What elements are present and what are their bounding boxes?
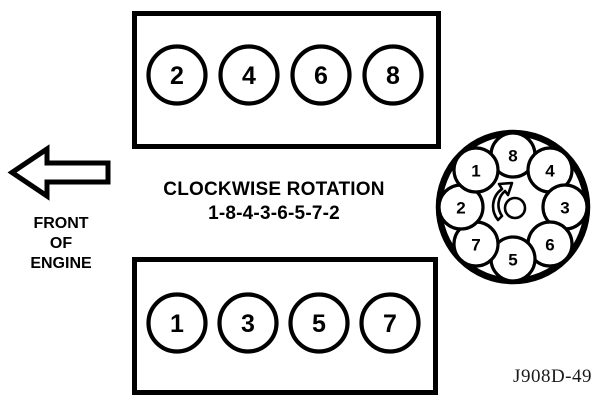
rotation-title: CLOCKWISE ROTATION [163,179,384,200]
cylinder-number: 4 [242,62,256,90]
top-cylinder-bank: 2 4 6 8 [132,11,441,149]
left-arrow-icon [7,144,111,201]
distributor-cap: 8 4 3 6 5 [435,129,591,285]
cylinder-number: 2 [170,62,184,90]
cylinder-circle [218,44,280,106]
top-bank-cylinder-3: 6 [290,44,352,106]
bottom-bank-cylinder-2: 3 [217,292,279,354]
caption-block: CLOCKWISE ROTATION 1-8-4-3-6-5-7-2 [163,179,384,224]
terminal-number: 6 [545,236,554,255]
cylinder-number: 3 [241,310,255,338]
top-bank-cylinder-2: 4 [218,44,280,106]
rotor-hub-circle [503,196,527,220]
firing-order-sequence: 1-8-4-3-6-5-7-2 [208,203,340,224]
bottom-bank-cylinder-1: 1 [146,292,208,354]
rotor-assembly [491,181,527,222]
bottom-bank-cylinder-3: 5 [288,292,350,354]
reference-code-label: J908D-49 [513,366,592,387]
bottom-bank-cylinder-4: 7 [359,292,421,354]
distributor-terminal-5: 5 [489,235,537,283]
terminal-number: 5 [508,251,517,270]
terminal-number: 8 [508,147,517,166]
bottom-cylinder-bank: 1 3 5 7 [132,257,438,395]
cylinder-circle [359,292,421,354]
terminal-circle [452,146,500,194]
terminal-number: 4 [545,162,555,181]
terminal-number: 1 [471,162,480,181]
cylinder-circle [362,44,424,106]
front-of-engine-arrow: FRONT OF ENGINE [7,144,111,272]
cylinder-number: 7 [383,310,397,338]
clockwise-rotation-arrow-icon [491,181,514,222]
cylinder-circle [288,292,350,354]
terminal-number: 3 [560,199,569,218]
top-bank-cylinder-1: 2 [146,44,208,106]
cylinder-circle [146,292,208,354]
cylinder-number: 6 [314,62,328,90]
front-label-line-2: OF [50,235,72,252]
cylinder-circle [146,44,208,106]
cylinder-circle [290,44,352,106]
front-label-line-3: ENGINE [30,255,92,272]
cylinder-number: 8 [386,62,400,90]
terminal-number: 7 [471,236,480,255]
top-bank-cylinder-4: 8 [362,44,424,106]
front-label-line-1: FRONT [33,215,88,232]
cylinder-circle [217,292,279,354]
distributor-terminal-1: 1 [452,146,500,194]
terminal-number: 2 [456,199,465,218]
cylinder-number: 5 [312,310,326,338]
cylinder-number: 1 [170,310,184,338]
